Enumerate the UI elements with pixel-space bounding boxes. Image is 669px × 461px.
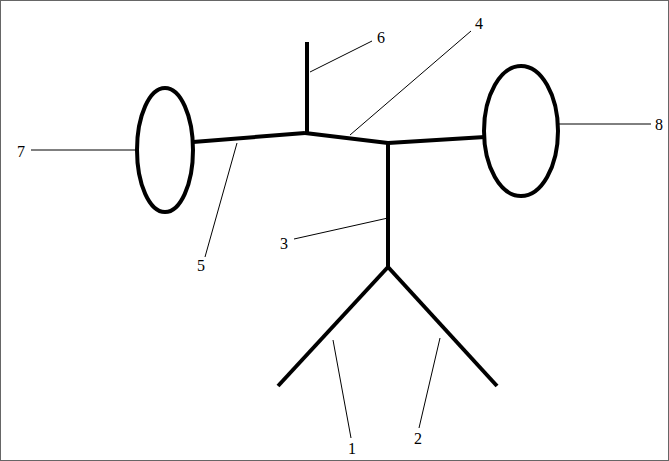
middle-bar <box>305 133 388 143</box>
right-leg <box>388 267 497 386</box>
left-ellipse <box>137 88 193 212</box>
callout-number: 6 <box>377 30 385 46</box>
callout-number: 2 <box>414 431 422 447</box>
leader-line <box>31 150 137 151</box>
upright-bar <box>305 42 309 133</box>
callout-number: 4 <box>475 16 483 32</box>
leader-line <box>310 41 372 72</box>
callout-number: 1 <box>348 441 356 457</box>
leader-line <box>294 218 388 239</box>
left-arm <box>193 133 305 142</box>
callout-number: 7 <box>17 144 25 160</box>
leader-line <box>205 143 237 257</box>
leader-line <box>350 31 471 135</box>
right-arm <box>388 137 485 143</box>
leader-lines <box>31 31 651 438</box>
right-ellipse <box>484 66 558 196</box>
trunk <box>386 141 390 267</box>
figure <box>137 42 558 386</box>
leader-line <box>419 338 440 428</box>
leader-line <box>558 124 651 125</box>
callout-number: 8 <box>655 117 663 133</box>
left-leg <box>278 267 388 386</box>
leader-line <box>333 340 351 438</box>
callout-number: 3 <box>280 236 288 252</box>
callout-number: 5 <box>197 258 205 274</box>
